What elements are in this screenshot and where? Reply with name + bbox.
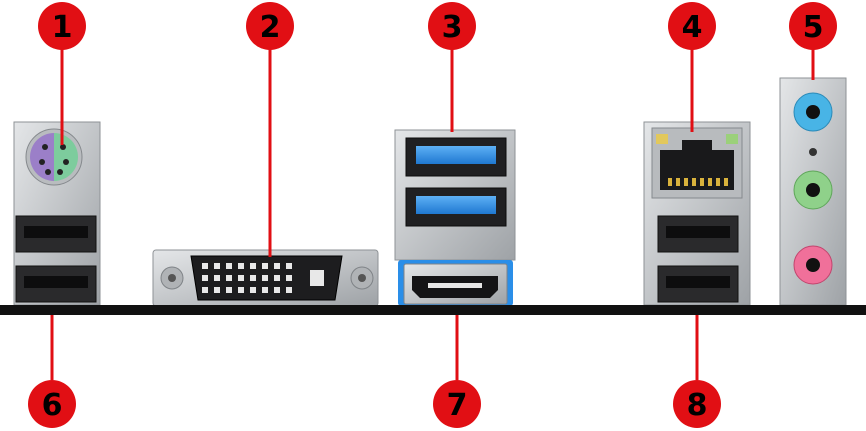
callout-number: 3 [442, 10, 463, 45]
callout-badge [428, 2, 476, 50]
callout-number: 6 [42, 388, 63, 423]
usb2-ports-right [657, 215, 739, 303]
callout-badge [28, 380, 76, 428]
callout-badge [668, 2, 716, 50]
lan-usb-stack [643, 121, 751, 306]
hdmi-port [398, 260, 513, 306]
callout-3: 3 [428, 2, 476, 50]
dvi-port [152, 249, 379, 307]
baseline-bar [0, 305, 866, 315]
ps2-usb-stack [13, 121, 101, 306]
usb3-ports [405, 137, 507, 227]
callout-badge [246, 2, 294, 50]
callout-8: 8 [673, 380, 721, 428]
callout-1: 1 [38, 2, 86, 50]
leader-lines [50, 44, 815, 380]
usb2-ports-left [15, 215, 97, 303]
callout-2: 2 [246, 2, 294, 50]
callout-7: 7 [433, 380, 481, 428]
callout-number: 2 [260, 10, 281, 45]
callout-badge [789, 2, 837, 50]
callout-5: 5 [789, 2, 837, 50]
callout-4: 4 [668, 2, 716, 50]
callout-number: 7 [447, 388, 468, 423]
ps2-combo-port [25, 128, 83, 186]
callout-number: 8 [687, 388, 708, 423]
callout-number: 1 [52, 10, 73, 45]
callout-6: 6 [28, 380, 76, 428]
callout-number: 4 [682, 10, 703, 45]
callout-number: 5 [803, 10, 824, 45]
callout-badge [433, 380, 481, 428]
usb3-hdmi-stack [394, 129, 516, 306]
callout-badge [673, 380, 721, 428]
callout-badge [38, 2, 86, 50]
audio-jacks [779, 77, 847, 306]
lan-port [651, 127, 743, 199]
